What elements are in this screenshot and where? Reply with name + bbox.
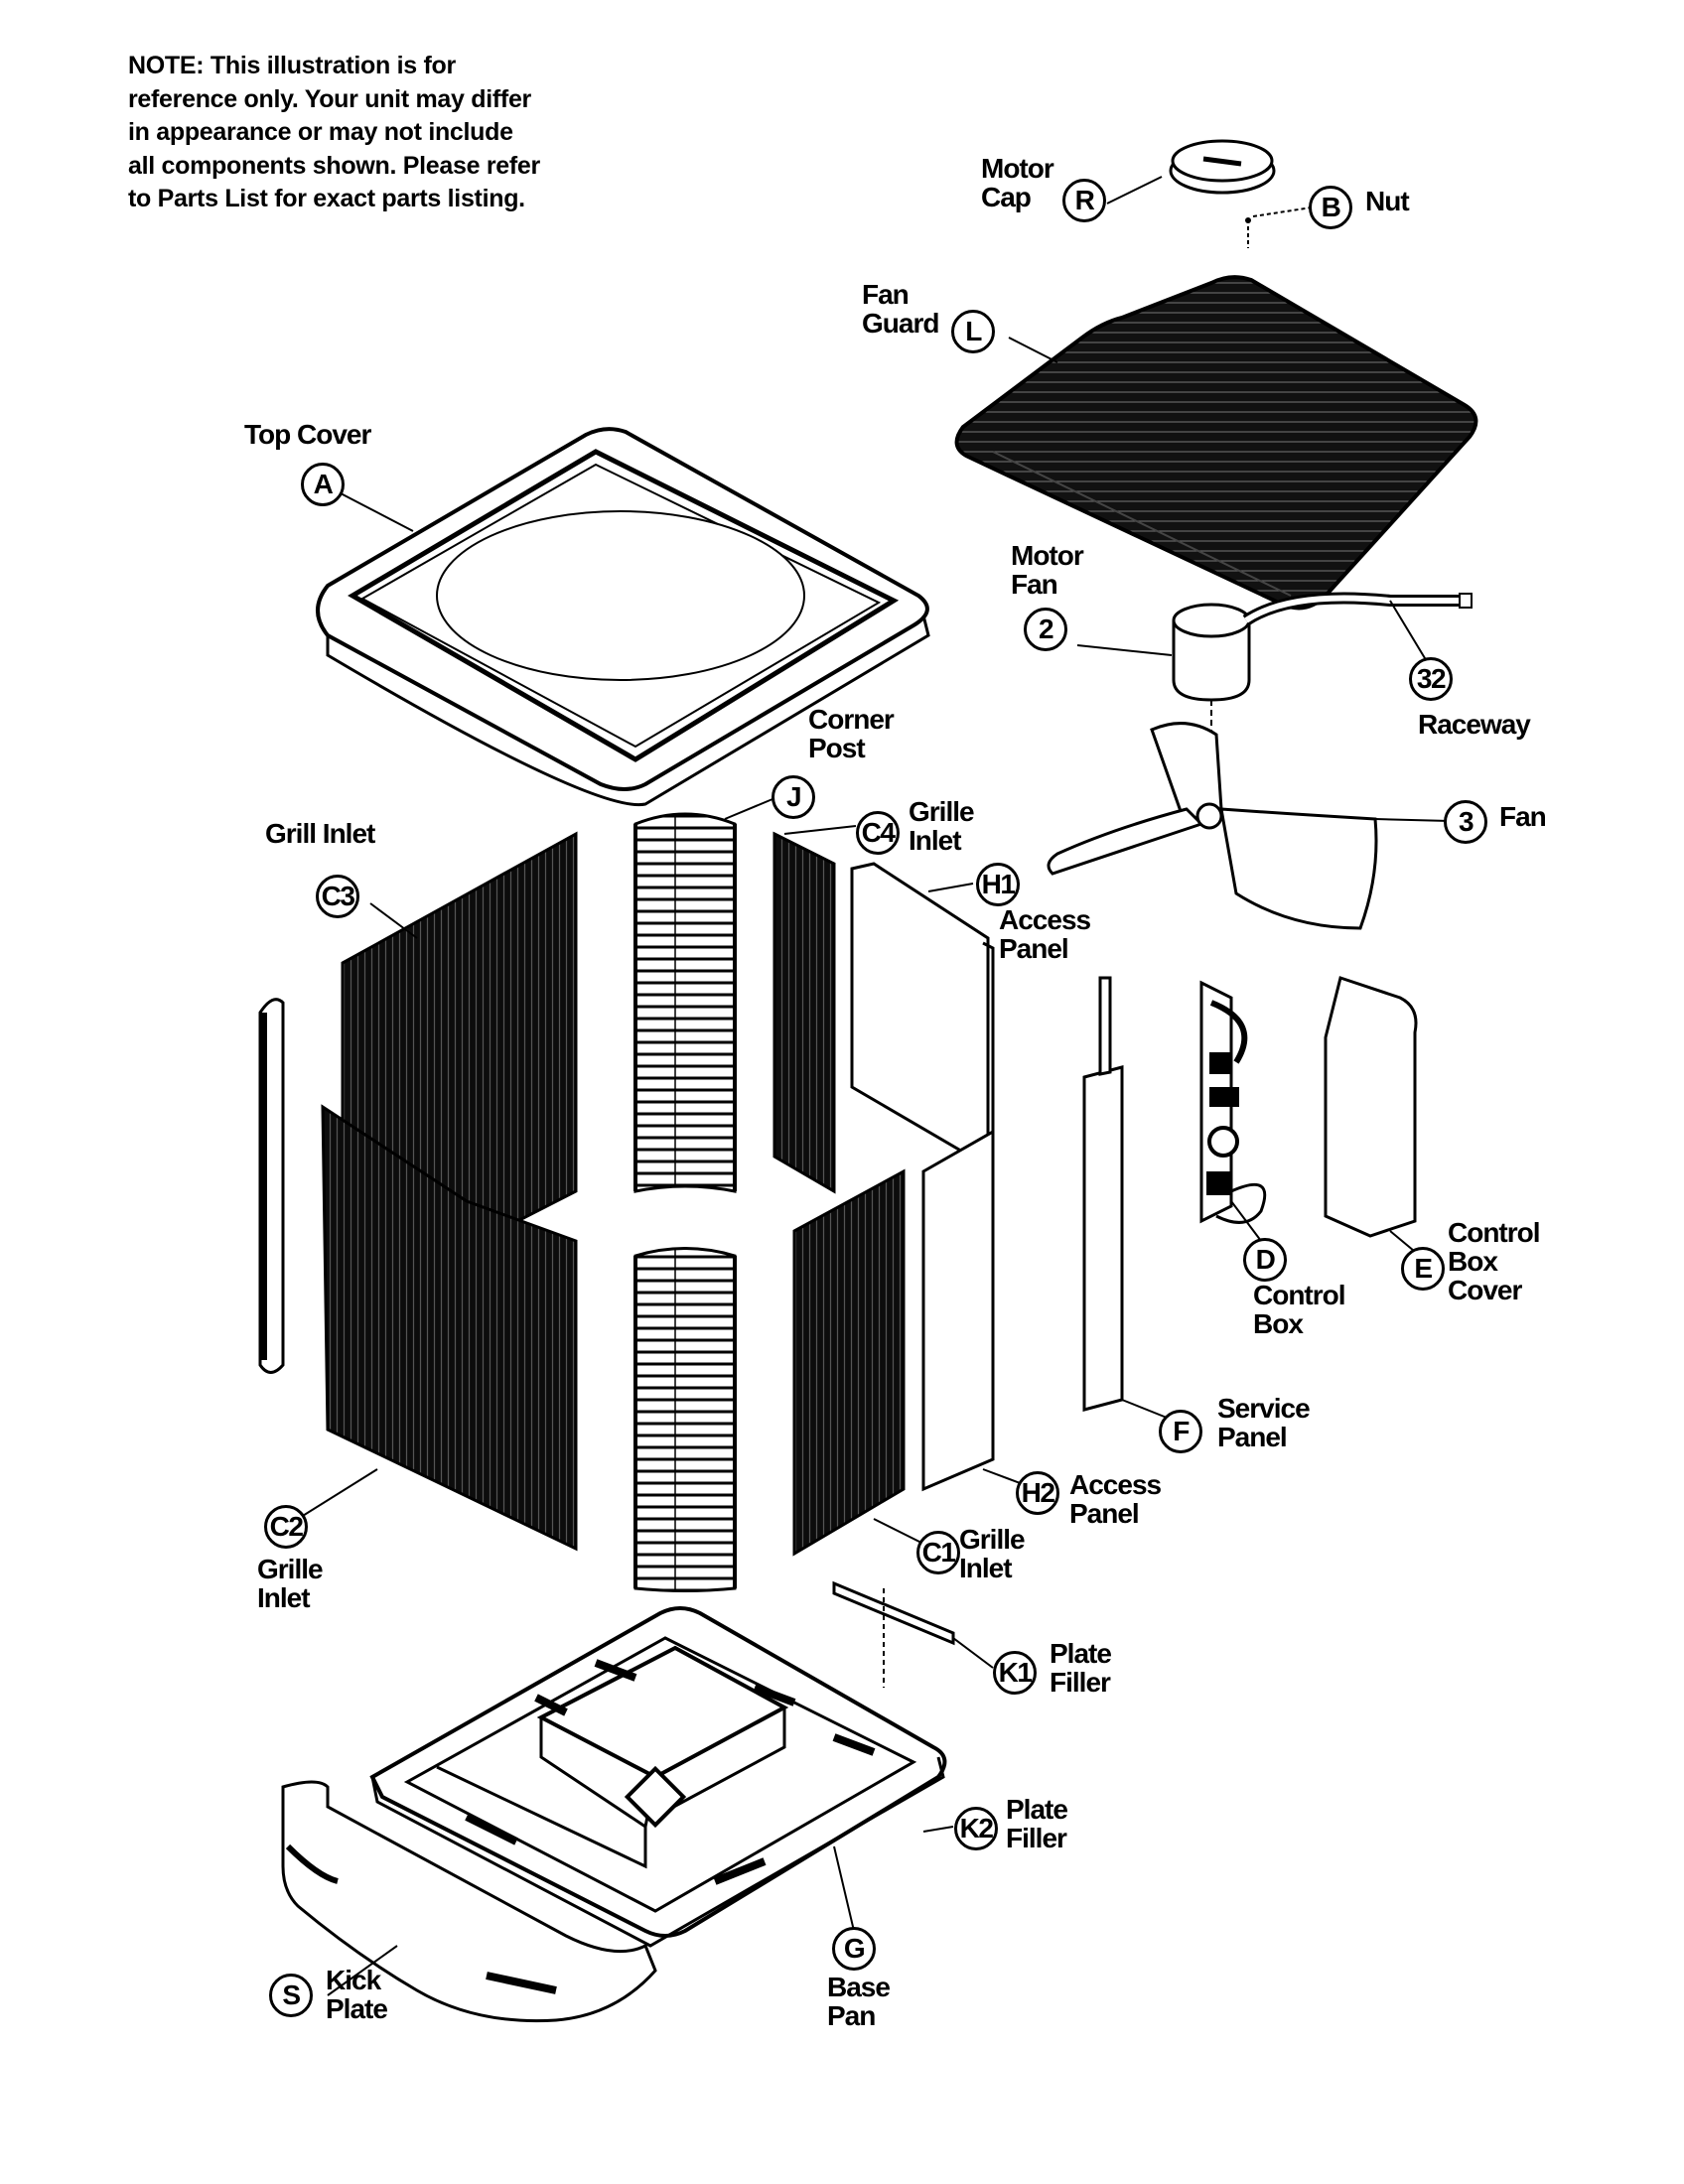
grille-inlet-c1-part: [792, 1168, 924, 1557]
callout-c3: C3: [316, 875, 359, 918]
label-fan-guard: Fan Guard: [862, 279, 939, 339]
label-control-box-cover: Control Box Cover: [1448, 1217, 1541, 1305]
grille-inlet-c2-part: [297, 1104, 578, 1552]
callout-b: B: [1309, 186, 1352, 229]
access-panel-h2-part: [921, 1129, 1024, 1492]
fan-guard-part: [954, 275, 1478, 611]
label-top-cover: Top Cover: [244, 419, 371, 450]
control-box-cover-part: [1324, 976, 1421, 1257]
top-cover-part: [316, 427, 930, 807]
label-access-panel-h2: Access Panel: [1069, 1469, 1162, 1529]
label-base-pan: Base Pan: [827, 1972, 891, 2031]
service-panel-part: [1082, 976, 1173, 1421]
fan-blade-part: [1047, 722, 1451, 930]
grille-inlet-c4-part: [772, 825, 857, 1194]
callout-c2: C2: [264, 1505, 308, 1549]
callout-h1: H1: [976, 863, 1020, 906]
raceway-part: [1242, 592, 1473, 664]
label-grille-inlet-c1: Grille Inlet: [959, 1524, 1026, 1583]
motor-cap-part: [1169, 139, 1276, 195]
callout-f: F: [1159, 1410, 1202, 1453]
label-corner-post: Corner Post: [808, 704, 895, 763]
label-grille-inlet-c2: Grille Inlet: [257, 1554, 324, 1613]
callout-j: J: [772, 775, 815, 819]
label-control-box: Control Box: [1253, 1280, 1346, 1339]
access-panel-h1-part: [850, 862, 995, 1171]
corner-post-front-part: [633, 1247, 737, 1592]
label-raceway: Raceway: [1418, 709, 1531, 740]
callout-h2: H2: [1016, 1471, 1059, 1515]
callout-g: G: [832, 1927, 876, 1971]
control-box-part: [1199, 980, 1267, 1242]
label-grille-inlet-c4: Grille Inlet: [909, 796, 975, 856]
label-plate-filler-k1: Plate Filler: [1050, 1638, 1112, 1698]
label-service-panel: Service Panel: [1217, 1393, 1311, 1452]
nut-part: [1245, 205, 1326, 248]
plate-filler-k1-part: [832, 1580, 994, 1688]
callout-c1: C1: [916, 1531, 960, 1574]
callout-2: 2: [1024, 608, 1067, 651]
callout-c4: C4: [856, 811, 900, 855]
callout-l: L: [951, 310, 995, 353]
callout-a: A: [301, 463, 345, 506]
callout-k1: K1: [993, 1651, 1037, 1695]
label-motor-fan: Motor Fan: [1011, 540, 1084, 600]
callout-k2: K2: [954, 1807, 998, 1850]
label-nut: Nut: [1365, 186, 1410, 216]
callout-3: 3: [1444, 800, 1487, 844]
label-grill-inlet-c3: Grill Inlet: [265, 818, 375, 849]
kick-plate-part: [281, 1780, 657, 2023]
callout-r: R: [1062, 179, 1106, 222]
reference-note: NOTE: This illustration is for reference…: [128, 52, 540, 212]
label-plate-filler-k2: Plate Filler: [1006, 1794, 1068, 1853]
label-kick-plate: Kick Plate: [326, 1965, 388, 2024]
callout-32: 32: [1409, 657, 1453, 701]
base-pan-part: [369, 1606, 954, 1948]
side-trim-part: [258, 998, 285, 1374]
motor-fan-part: [1172, 603, 1251, 824]
callout-s: S: [269, 1974, 313, 2017]
corner-post-back-part: [633, 798, 773, 1193]
callout-d: D: [1243, 1238, 1287, 1282]
label-motor-cap: Motor Cap: [981, 153, 1054, 212]
label-fan: Fan: [1499, 801, 1547, 832]
callout-e: E: [1401, 1247, 1445, 1291]
label-access-panel-h1: Access Panel: [999, 904, 1091, 964]
